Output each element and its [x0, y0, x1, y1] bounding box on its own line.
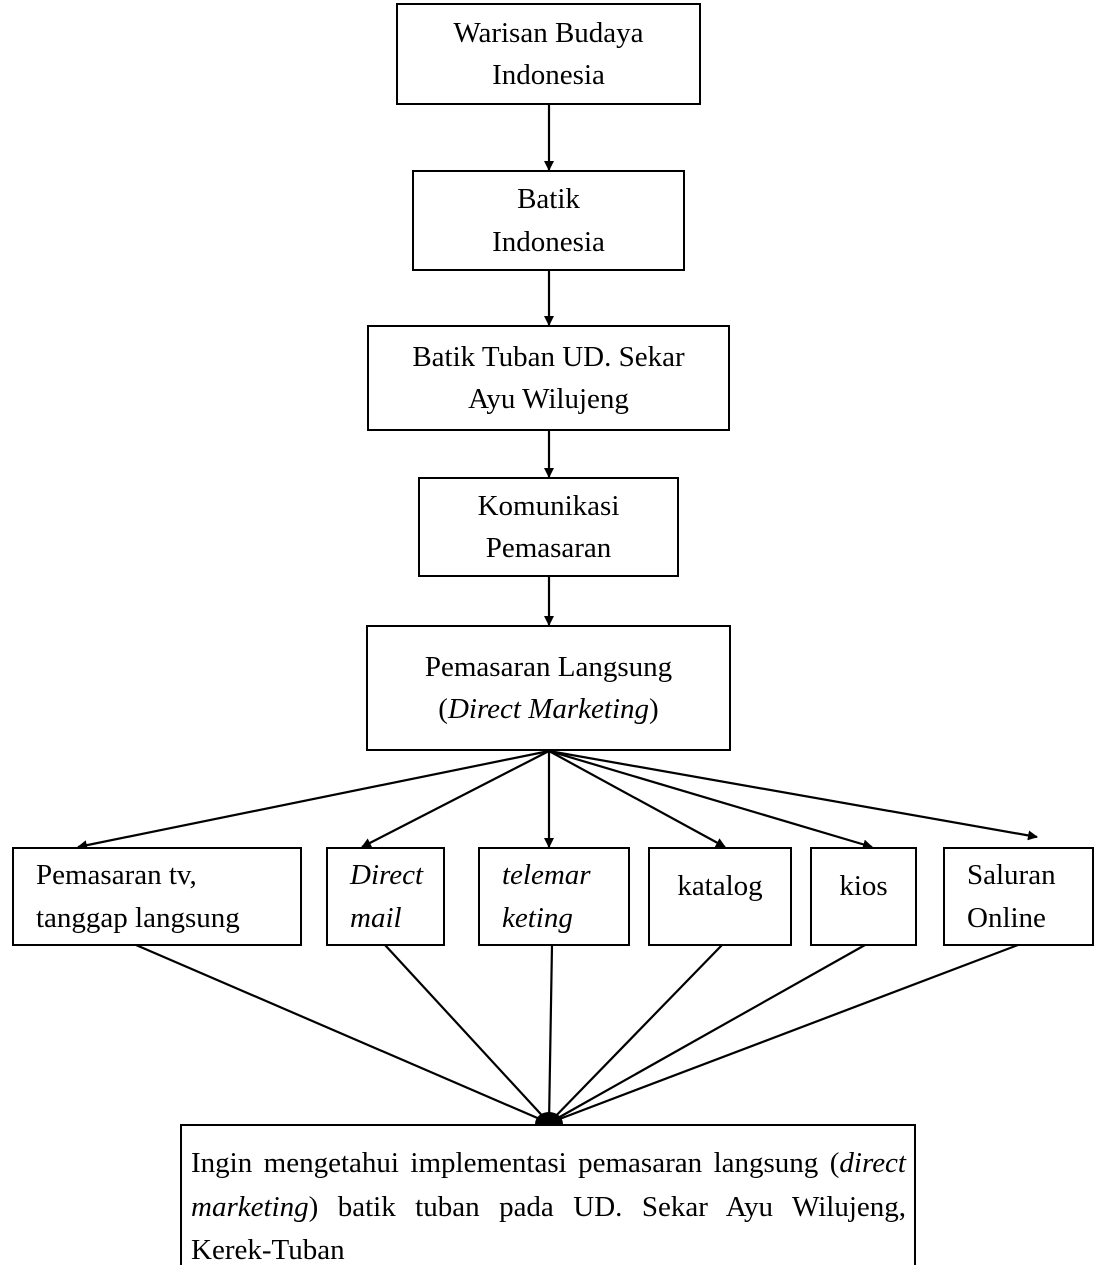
direct-marketing-italic: Direct Marketing: [447, 693, 650, 725]
warisan-line-2: Indonesia: [492, 59, 605, 91]
box-katalog: katalog: [648, 847, 792, 946]
katalog-label: katalog: [677, 870, 763, 902]
direct-mail-line-1: Direct: [350, 859, 424, 892]
arrow-to-kios: [548, 749, 873, 850]
box-conclusion: Ingin mengetahui implementasi pemasaran …: [180, 1124, 916, 1267]
box-telemarketing: telemar keting: [478, 847, 630, 946]
online-line-2: Online: [967, 901, 1046, 934]
arrow-to-online: [548, 749, 1038, 841]
line-kios-to-conclusion: [548, 944, 866, 1124]
line-katalog-to-conclusion: [548, 944, 723, 1124]
box-batik-tuban: Batik Tuban UD. Sekar Ayu Wilujeng: [367, 325, 730, 431]
box-pemasaran-tv: Pemasaran tv, tanggap langsung: [12, 847, 302, 946]
conclusion-text-1: Ingin mengetahui implementasi pemasaran …: [191, 1147, 840, 1179]
arrow-to-direct-mail: [361, 750, 550, 848]
direct-mail-line-2: mail: [350, 901, 402, 934]
tv-line-1: Pemasaran tv,: [36, 859, 197, 892]
telemarketing-line-1: telemar: [502, 859, 591, 892]
tv-line-2: tanggap langsung: [36, 901, 240, 934]
kios-label: kios: [839, 870, 888, 902]
line-telemarketing-to-conclusion: [547, 944, 554, 1124]
batik-line-1: Batik: [517, 183, 580, 216]
arrow-to-katalog: [548, 750, 726, 848]
warisan-line-1: Warisan Budaya: [453, 16, 644, 49]
komunikasi-line-1: Komunikasi: [477, 489, 620, 522]
telemarketing-line-2: keting: [502, 901, 573, 934]
box-direct-mail: Direct mail: [326, 847, 445, 946]
conclusion-text-2: ) batik tuban pada UD. Sekar Ayu Wilujen…: [191, 1190, 906, 1267]
komunikasi-line-2: Pemasaran: [485, 532, 612, 564]
batik-line-2: Indonesia: [492, 225, 605, 258]
box-batik-indonesia: Batik Indonesia: [412, 170, 685, 271]
batik-tuban-line-1: Batik Tuban UD. Sekar: [412, 340, 685, 373]
pemasaran-langsung-line-2: (Direct Marketing): [438, 693, 659, 725]
conclusion-italic: direct marketing: [191, 1147, 906, 1223]
online-line-1: Saluran: [967, 859, 1056, 892]
box-pemasaran-langsung: Pemasaran Langsung (Direct Marketing): [366, 625, 731, 751]
box-warisan-budaya: Warisan Budaya Indonesia: [396, 3, 701, 105]
junction-dot: [535, 1112, 563, 1124]
batik-tuban-line-2: Ayu Wilujeng: [468, 383, 629, 415]
line-online-to-conclusion: [548, 943, 1019, 1125]
line-tv-to-conclusion: [135, 943, 550, 1125]
box-saluran-online: Saluran Online: [943, 847, 1094, 946]
box-komunikasi-pemasaran: Komunikasi Pemasaran: [418, 477, 679, 577]
arrow-to-tv: [77, 749, 550, 851]
pemasaran-langsung-line-1: Pemasaran Langsung: [424, 650, 673, 683]
line-direct-mail-to-conclusion: [384, 944, 550, 1124]
box-kios: kios: [810, 847, 917, 946]
